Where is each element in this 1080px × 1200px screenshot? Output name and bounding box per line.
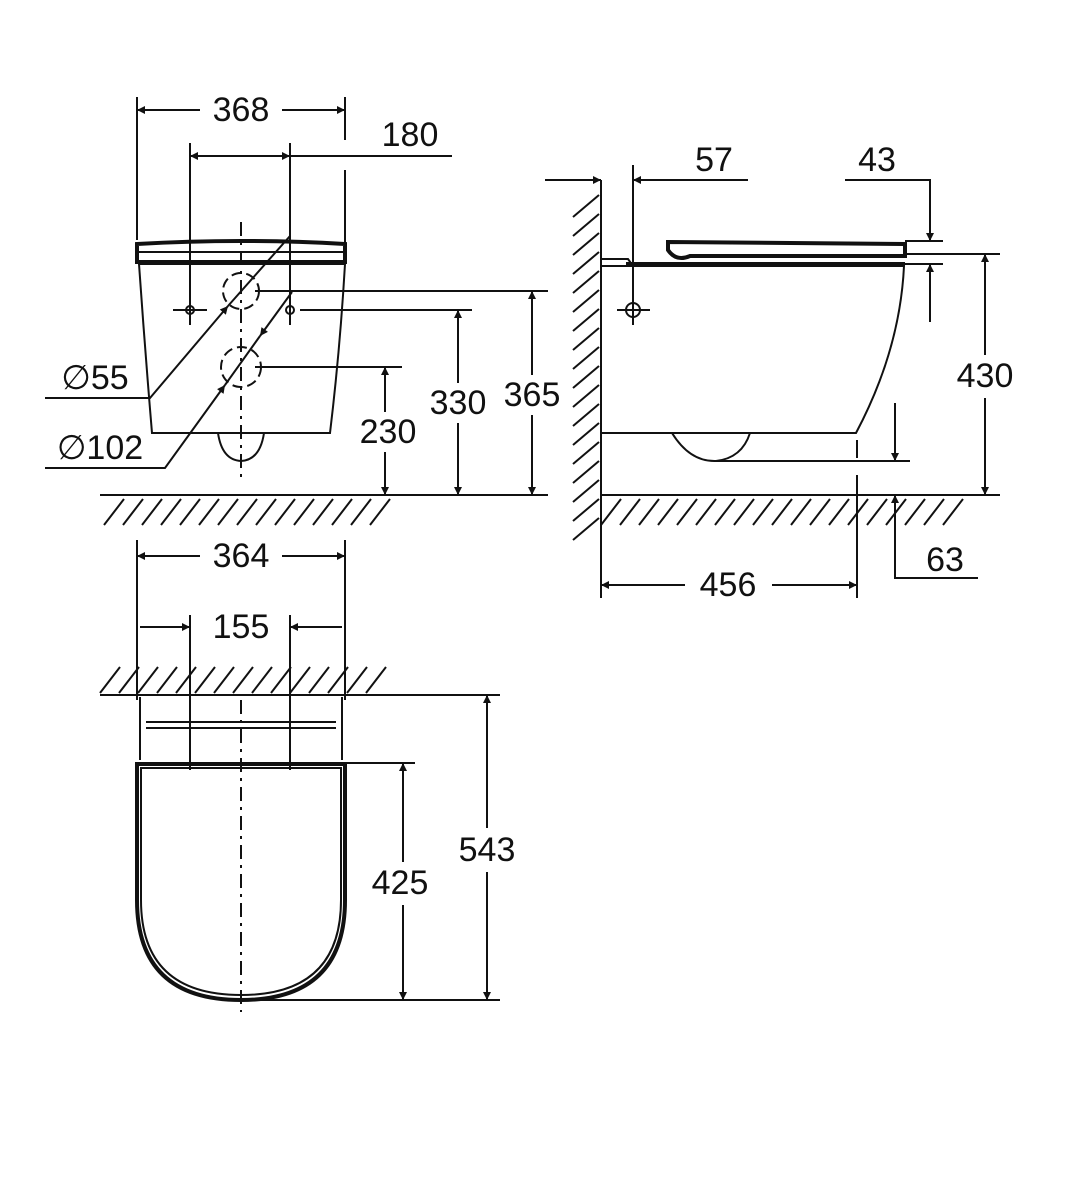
seat-side bbox=[666, 239, 907, 260]
hatch-line bbox=[572, 213, 600, 237]
dim-425: 425 bbox=[372, 864, 429, 902]
dim-180: 180 bbox=[382, 116, 439, 154]
front-view: 368 180 230 330 365 ∅55 ∅102 bbox=[45, 91, 561, 496]
hatch-line bbox=[572, 365, 600, 389]
hatch-line bbox=[156, 666, 178, 694]
hatch-line bbox=[942, 498, 964, 526]
dim-330: 330 bbox=[430, 384, 487, 422]
hatch-line bbox=[141, 498, 163, 526]
dim-63: 63 bbox=[926, 541, 964, 579]
dim-57: 57 bbox=[695, 141, 733, 179]
hatch-line bbox=[572, 308, 600, 332]
hatch-line bbox=[198, 498, 220, 526]
hatch-line bbox=[118, 666, 140, 694]
hatch-line bbox=[809, 498, 831, 526]
hatch-line bbox=[714, 498, 736, 526]
hatch-line bbox=[175, 666, 197, 694]
hatch-line bbox=[638, 498, 660, 526]
dim-43: 43 bbox=[858, 141, 896, 179]
hatch-line bbox=[866, 498, 888, 526]
hatching bbox=[99, 194, 964, 694]
hatch-line bbox=[293, 498, 315, 526]
hatch-line bbox=[331, 498, 353, 526]
hatch-line bbox=[122, 498, 144, 526]
bowl-side bbox=[601, 258, 906, 434]
hatch-line bbox=[194, 666, 216, 694]
hatch-line bbox=[572, 251, 600, 275]
hatch-line bbox=[790, 498, 812, 526]
dim-543: 543 bbox=[459, 831, 516, 869]
bowl-front bbox=[137, 263, 347, 434]
hatch-line bbox=[289, 666, 311, 694]
hatch-line bbox=[752, 498, 774, 526]
hatch-line bbox=[572, 384, 600, 408]
hatch-line bbox=[572, 194, 600, 218]
hatch-line bbox=[270, 666, 292, 694]
hatch-line bbox=[676, 498, 698, 526]
hatch-line bbox=[828, 498, 850, 526]
hatch-line bbox=[572, 441, 600, 465]
label-diameter-102: ∅102 bbox=[57, 429, 143, 467]
hatch-line bbox=[251, 666, 273, 694]
hatch-line bbox=[572, 422, 600, 446]
hatch-line bbox=[600, 498, 622, 526]
hatch-line bbox=[572, 403, 600, 427]
hatch-line bbox=[350, 498, 372, 526]
hatch-line bbox=[572, 270, 600, 294]
dim-365: 365 bbox=[504, 376, 561, 414]
hatch-line bbox=[103, 498, 125, 526]
hatch-line bbox=[572, 479, 600, 503]
dim-155: 155 bbox=[213, 608, 270, 646]
hatch-line bbox=[923, 498, 945, 526]
top-view: 364 155 425 543 bbox=[100, 537, 515, 1012]
dim-430: 430 bbox=[957, 357, 1014, 395]
hatch-line bbox=[619, 498, 641, 526]
hatch-line bbox=[213, 666, 235, 694]
hatch-line bbox=[572, 498, 600, 522]
hatch-line bbox=[308, 666, 330, 694]
hatch-line bbox=[733, 498, 755, 526]
hatch-line bbox=[657, 498, 679, 526]
hatch-line bbox=[572, 327, 600, 351]
hatch-line bbox=[312, 498, 334, 526]
dim-456: 456 bbox=[700, 566, 757, 604]
hatch-line bbox=[572, 232, 600, 256]
hatch-line bbox=[179, 498, 201, 526]
hatch-line bbox=[572, 289, 600, 313]
dim-230: 230 bbox=[360, 413, 417, 451]
side-view: 57 43 430 63 456 bbox=[545, 141, 1013, 604]
hatch-line bbox=[232, 666, 254, 694]
hatch-line bbox=[572, 460, 600, 484]
hatch-line bbox=[572, 346, 600, 370]
hatch-line bbox=[365, 666, 387, 694]
hatch-line bbox=[771, 498, 793, 526]
dim-364: 364 bbox=[213, 537, 270, 575]
hatch-line bbox=[255, 498, 277, 526]
dim-368: 368 bbox=[213, 91, 270, 129]
hatch-line bbox=[160, 498, 182, 526]
hatch-line bbox=[904, 498, 926, 526]
hatch-line bbox=[572, 517, 600, 541]
hatch-line bbox=[99, 666, 121, 694]
label-diameter-55: ∅55 bbox=[61, 359, 128, 397]
hatch-line bbox=[217, 498, 239, 526]
hatch-line bbox=[236, 498, 258, 526]
hatch-line bbox=[137, 666, 159, 694]
hatch-line bbox=[346, 666, 368, 694]
hatch-line bbox=[695, 498, 717, 526]
hatch-line bbox=[369, 498, 391, 526]
outlet-side bbox=[671, 432, 751, 463]
hatch-line bbox=[274, 498, 296, 526]
